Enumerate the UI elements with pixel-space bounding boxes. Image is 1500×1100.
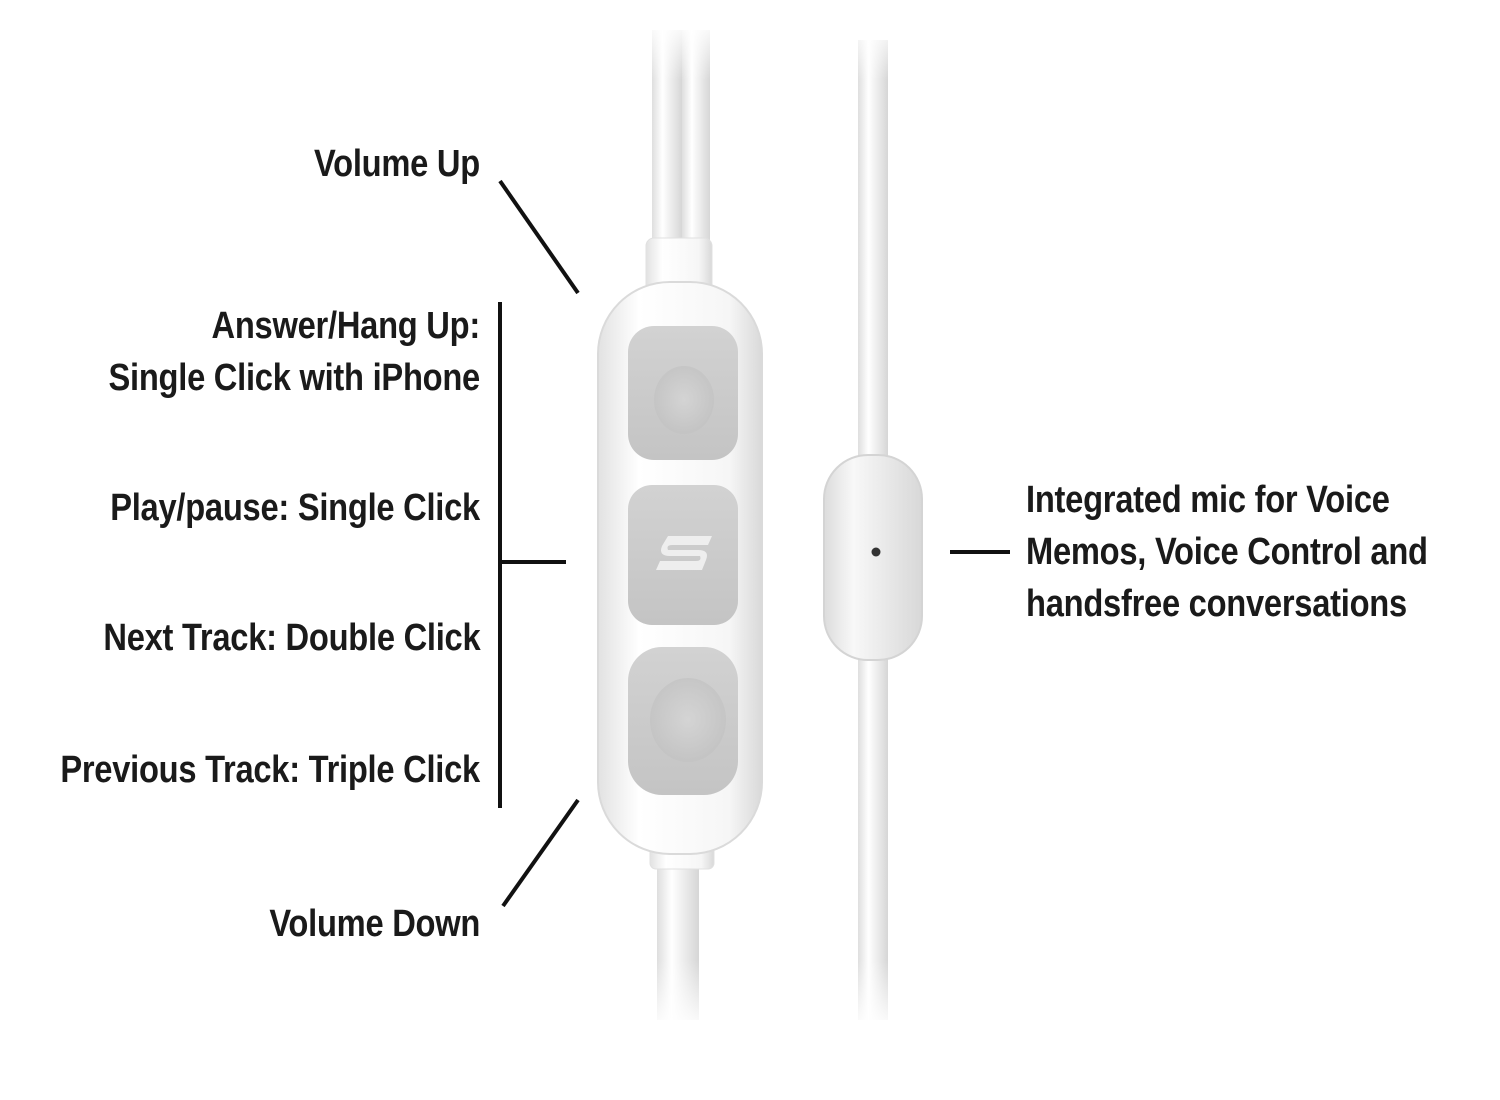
label-volume-up-text: Volume Up bbox=[314, 143, 480, 185]
label-play-pause: Play/pause: Single Click bbox=[110, 482, 480, 534]
label-volume-down-text: Volume Down bbox=[269, 903, 480, 945]
volume-down-dimple bbox=[650, 678, 726, 762]
label-next-track: Next Track: Double Click bbox=[103, 612, 480, 664]
volume-up-button[interactable] bbox=[628, 326, 738, 460]
label-previous-track-text: Previous Track: Triple Click bbox=[60, 749, 480, 791]
volume-down-leader bbox=[501, 798, 580, 908]
leader-lines bbox=[498, 179, 1010, 908]
label-mic-line3: handsfree conversations bbox=[1026, 583, 1407, 625]
volume-up-leader bbox=[498, 179, 580, 295]
cable-fade-bottom bbox=[620, 960, 920, 1030]
label-previous-track: Previous Track: Triple Click bbox=[60, 744, 480, 796]
label-mic-line1: Integrated mic for Voice bbox=[1026, 479, 1390, 521]
volume-down-button[interactable] bbox=[628, 647, 738, 795]
label-play-pause-text: Play/pause: Single Click bbox=[110, 487, 480, 529]
label-mic-line2: Memos, Voice Control and bbox=[1026, 531, 1428, 573]
label-answer-hang-up: Answer/Hang Up: Single Click with iPhone bbox=[108, 300, 480, 404]
right-cable bbox=[858, 40, 888, 1020]
cable-fade-top bbox=[620, 20, 920, 80]
microphone-housing bbox=[823, 454, 923, 661]
label-volume-down: Volume Down bbox=[269, 898, 480, 950]
label-volume-up: Volume Up bbox=[314, 138, 480, 190]
remote-control bbox=[597, 237, 763, 870]
label-next-track-text: Next Track: Double Click bbox=[102, 617, 480, 659]
label-integrated-mic: Integrated mic for Voice Memos, Voice Co… bbox=[1026, 474, 1428, 630]
label-answer-line2: Single Click with iPhone bbox=[108, 357, 480, 399]
volume-up-dimple bbox=[654, 366, 714, 434]
center-button[interactable] bbox=[628, 485, 738, 625]
mic-hole-icon bbox=[871, 547, 881, 557]
s-logo-icon bbox=[656, 536, 712, 570]
label-answer-line1: Answer/Hang Up: bbox=[211, 305, 481, 347]
